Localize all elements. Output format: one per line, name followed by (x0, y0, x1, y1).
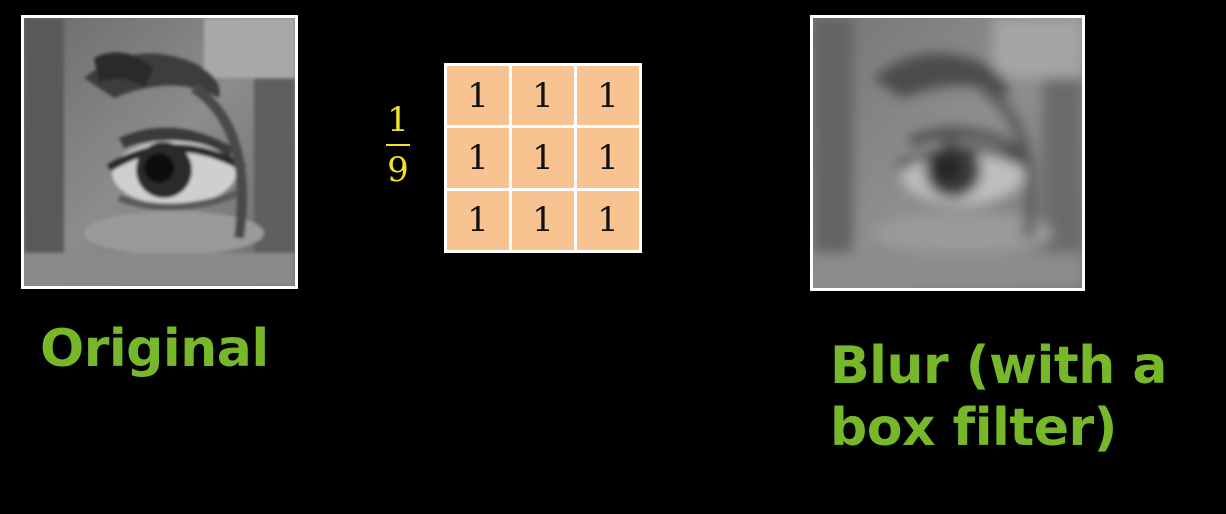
kernel-cell: 1 (447, 128, 509, 188)
original-caption: Original (40, 319, 269, 379)
eye-photo-blurred (813, 18, 1082, 288)
kernel-cell: 1 (512, 190, 574, 250)
kernel-cell: 1 (577, 190, 639, 250)
kernel-cell: 1 (577, 66, 639, 126)
blurred-image (810, 15, 1085, 291)
blur-caption: Blur (with a box filter) (830, 336, 1167, 458)
eye-photo-original (24, 18, 295, 286)
fraction-numerator: 1 (387, 100, 409, 140)
normalization-fraction: 1 9 (380, 100, 416, 190)
box-filter-kernel: 1 1 1 1 1 1 1 1 1 (444, 63, 642, 253)
kernel-cell: 1 (447, 66, 509, 126)
fraction-bar (386, 144, 410, 146)
kernel-cell: 1 (512, 66, 574, 126)
kernel-cell: 1 (577, 128, 639, 188)
kernel-cell: 1 (512, 128, 574, 188)
kernel-cell: 1 (447, 190, 509, 250)
fraction-denominator: 9 (387, 150, 409, 190)
original-image (21, 15, 298, 289)
